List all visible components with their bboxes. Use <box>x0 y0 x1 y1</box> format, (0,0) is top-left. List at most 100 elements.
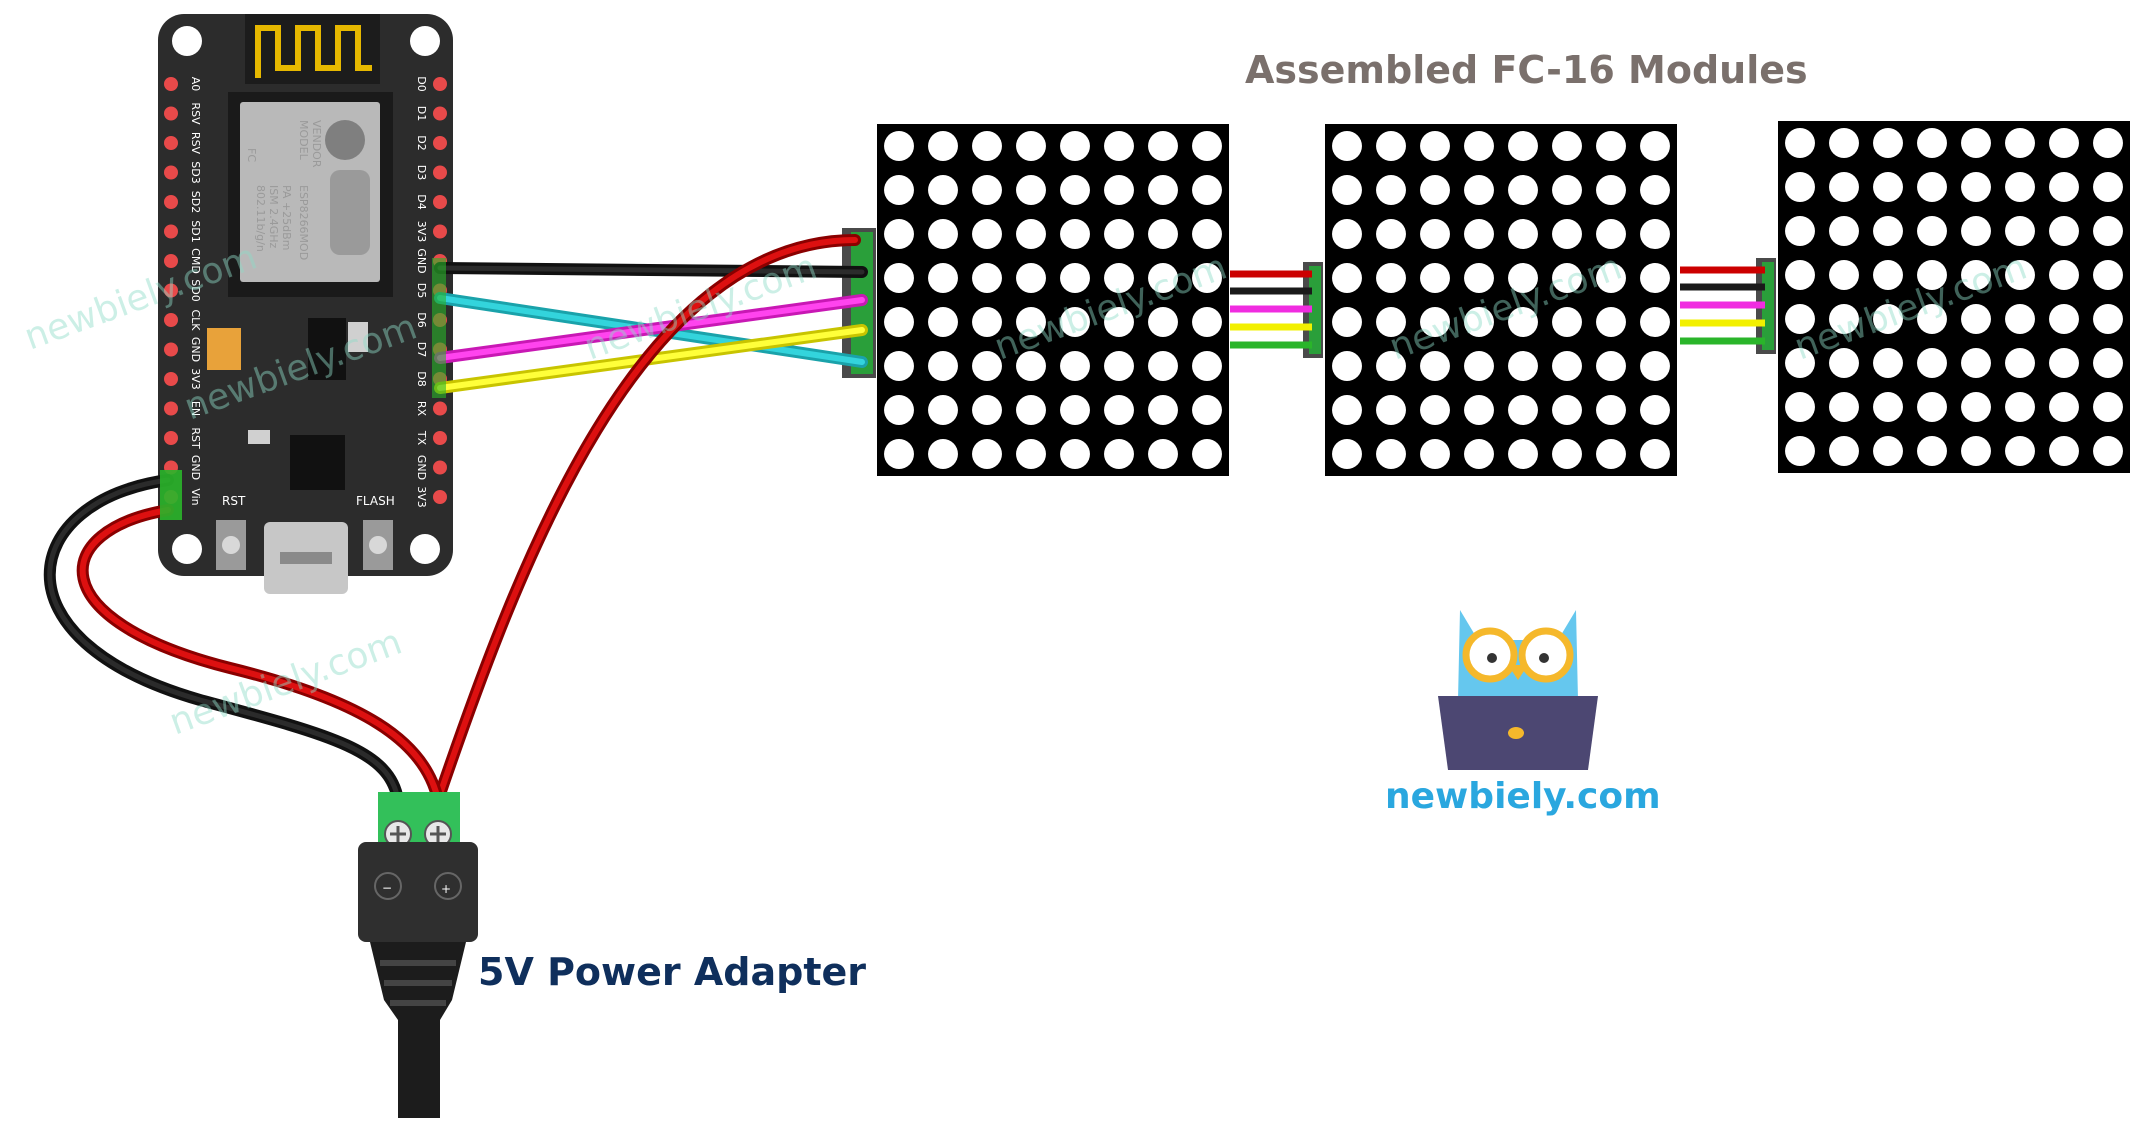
led-dot <box>2005 260 2035 290</box>
led-dot <box>972 219 1002 249</box>
led-dot <box>1148 351 1178 381</box>
led-dot <box>1332 351 1362 381</box>
led-dot <box>928 439 958 469</box>
led-dot <box>2093 260 2123 290</box>
led-dot <box>1420 263 1450 293</box>
led-dot <box>2005 436 2035 466</box>
led-dot <box>1640 351 1670 381</box>
led-dot <box>2093 216 2123 246</box>
led-dot <box>1420 439 1450 469</box>
led-dot <box>1508 131 1538 161</box>
module-text-pa: PA +25dBm <box>280 185 293 250</box>
pin-label: CLK <box>189 309 202 331</box>
pin-label: CMD <box>189 248 202 274</box>
led-dot <box>1060 307 1090 337</box>
led-dot <box>1829 436 1859 466</box>
led-dot <box>1596 175 1626 205</box>
led-dot <box>1464 175 1494 205</box>
pin-label: D4 <box>415 194 428 209</box>
led-dot <box>1464 307 1494 337</box>
led-dot <box>1060 131 1090 161</box>
led-dot <box>2093 304 2123 334</box>
led-dot <box>1917 392 1947 422</box>
led-dot <box>1332 175 1362 205</box>
led-dot <box>1829 304 1859 334</box>
flash-button[interactable] <box>363 520 393 570</box>
led-dot <box>2049 172 2079 202</box>
led-dot <box>2049 260 2079 290</box>
pin-hole <box>164 106 178 121</box>
pin-hole <box>433 401 447 416</box>
led-dot <box>1332 131 1362 161</box>
led-dot <box>1376 439 1406 469</box>
pin-label: D5 <box>415 283 428 298</box>
pin-hole <box>433 460 447 475</box>
pin-hole <box>164 401 178 416</box>
module-text-part: ESP8266MOD <box>297 185 310 260</box>
led-dot <box>928 219 958 249</box>
led-dot <box>1192 131 1222 161</box>
pin-label: 3V3 <box>189 368 202 390</box>
led-dot <box>884 439 914 469</box>
led-dot <box>1917 216 1947 246</box>
pin-label: D6 <box>415 312 428 327</box>
led-dot <box>1016 351 1046 381</box>
terminal-screw-minus <box>384 820 412 848</box>
nodemcu-board: FC MODEL VENDOR ESP8266MOD ISM 2.4GHz PA… <box>158 14 453 594</box>
pin-hole <box>164 372 178 386</box>
wire-board-gnd-black-core <box>47 477 401 803</box>
led-dot <box>1104 263 1134 293</box>
flash-label: FLASH <box>356 494 395 508</box>
led-dot <box>1508 439 1538 469</box>
pin-label: Vin <box>189 488 202 505</box>
pin-label: GND <box>189 337 202 362</box>
led-dot <box>1420 175 1450 205</box>
led-dot <box>1332 219 1362 249</box>
led-dot <box>1016 263 1046 293</box>
led-dot <box>1873 172 1903 202</box>
pin-hole <box>164 313 178 327</box>
led-dot <box>1640 175 1670 205</box>
led-dot <box>1917 128 1947 158</box>
led-dot <box>1552 307 1582 337</box>
matrix-jumper-wires-2 <box>1680 266 1765 345</box>
led-dot <box>2005 348 2035 378</box>
led-dot <box>1785 348 1815 378</box>
usb-uart-chip <box>290 435 345 490</box>
led-dot <box>1104 131 1134 161</box>
pin-hole <box>433 165 447 180</box>
led-dot <box>884 351 914 381</box>
led-dot <box>1785 216 1815 246</box>
led-dot <box>1640 395 1670 425</box>
led-dot <box>1785 172 1815 202</box>
led-dot <box>1332 307 1362 337</box>
pin-hole <box>164 342 178 357</box>
led-dot <box>1552 439 1582 469</box>
pin-hole <box>164 283 178 298</box>
pin-label: D0 <box>415 76 428 91</box>
led-dot <box>1917 304 1947 334</box>
led-dot <box>1192 175 1222 205</box>
led-dot <box>884 131 914 161</box>
led-dot <box>2049 304 2079 334</box>
led-dot <box>1464 131 1494 161</box>
led-dot <box>1873 128 1903 158</box>
led-dot <box>1552 219 1582 249</box>
led-dot <box>1332 263 1362 293</box>
rst-button[interactable] <box>216 520 246 570</box>
led-dot <box>1060 439 1090 469</box>
pin-hole <box>433 106 447 121</box>
led-dot <box>928 263 958 293</box>
led-dot <box>1873 348 1903 378</box>
pin-hole <box>433 224 447 239</box>
led-dot <box>1332 439 1362 469</box>
led-dot <box>1420 351 1450 381</box>
led-dot <box>1016 219 1046 249</box>
led-dot <box>1508 395 1538 425</box>
led-dot <box>2005 304 2035 334</box>
led-dot <box>1148 395 1178 425</box>
minus-symbol: − <box>382 881 392 895</box>
led-dot <box>1104 395 1134 425</box>
pin-hole <box>164 136 178 150</box>
